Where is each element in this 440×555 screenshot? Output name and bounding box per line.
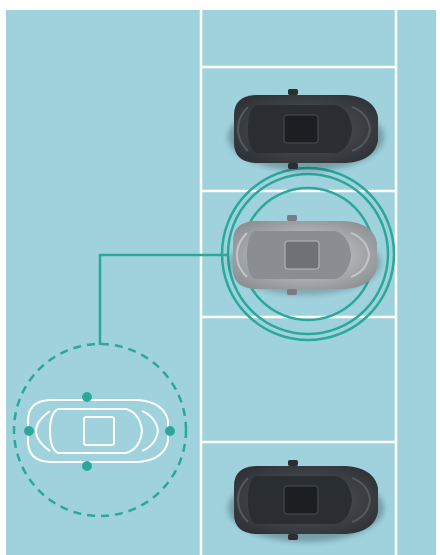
sensor-dot-icon bbox=[82, 392, 92, 402]
sensor-dot-icon bbox=[82, 461, 92, 471]
parked-car-1 bbox=[228, 89, 384, 171]
sensor-dot-icon bbox=[24, 426, 34, 436]
parked-car-3 bbox=[228, 460, 384, 542]
dark-car-top-view-icon bbox=[234, 89, 378, 169]
target-car bbox=[229, 215, 381, 295]
lot-background bbox=[6, 10, 436, 555]
dark-car-top-view-icon bbox=[234, 460, 378, 540]
silver-car-top-view-icon bbox=[233, 215, 377, 295]
sensor-dot-icon bbox=[165, 426, 175, 436]
